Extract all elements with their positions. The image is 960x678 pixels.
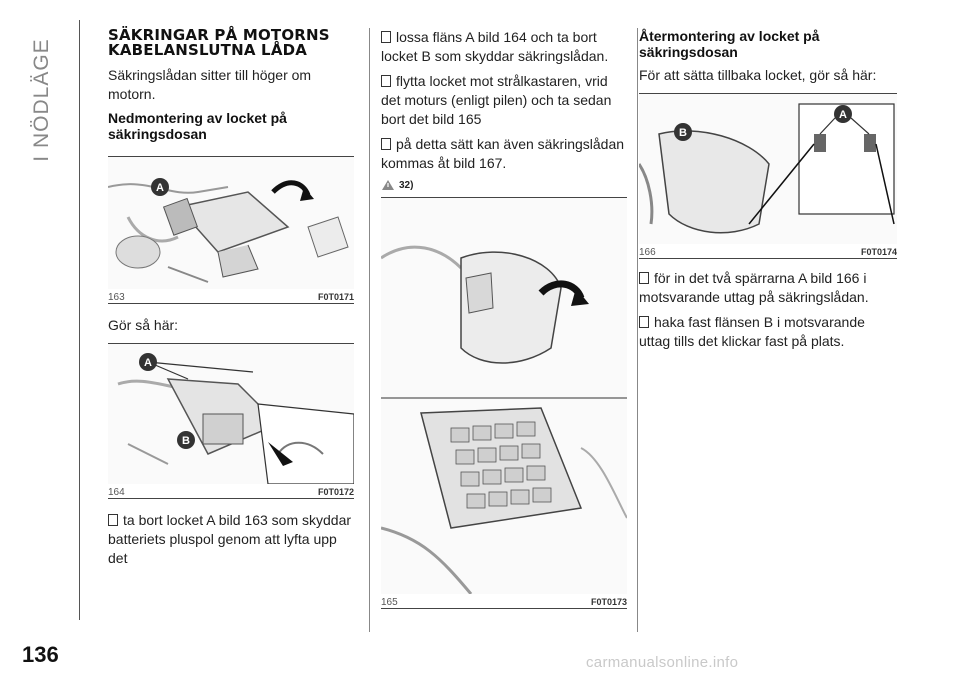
chapter-divider (79, 20, 80, 620)
bullet-icon (639, 272, 649, 284)
column-divider (637, 28, 638, 632)
figure-163: A 163 F0T0171 (108, 156, 354, 304)
figure-164-number: 164 (108, 487, 125, 498)
figure-166-code: F0T0174 (860, 247, 897, 257)
column-2: lossa fläns A bild 164 och ta bort locke… (381, 28, 629, 609)
svg-text:B: B (679, 127, 687, 139)
step-access-fusebox: på detta sätt kan även säkringslådan kom… (381, 135, 629, 173)
svg-text:A: A (839, 109, 847, 121)
warning-reference: 32) (381, 179, 629, 191)
column-1: SÄKRINGAR PÅ MOTORNS KABELANSLUTNA LÅDA … (108, 28, 356, 574)
step-remove-cover-a: ta bort locket A bild 163 som skyddar ba… (108, 511, 356, 568)
figure-164-illustration: A B (108, 344, 354, 484)
figure-165-caption: 165 F0T0173 (381, 594, 627, 608)
step-text: ta bort locket A bild 163 som skyddar ba… (108, 512, 352, 566)
step-text: på detta sätt kan även säkringslådan kom… (381, 136, 625, 171)
page-number: 136 (22, 642, 59, 667)
warning-ref-number: 32) (399, 179, 414, 191)
refit-subheading: Återmontering av locket på säkringsdosan (639, 28, 820, 60)
svg-text:A: A (144, 357, 152, 369)
figure-165-illustration (381, 198, 627, 594)
figure-163-number: 163 (108, 292, 125, 303)
step-release-flange: lossa fläns A bild 164 och ta bort locke… (381, 28, 629, 66)
svg-text:B: B (182, 435, 190, 447)
figure-164-code: F0T0172 (317, 487, 354, 497)
figure-166-illustration: B A (639, 94, 897, 244)
column-divider (369, 28, 370, 632)
bullet-icon (381, 75, 391, 87)
figure-166-caption: 166 F0T0174 (639, 244, 897, 258)
figure-165: 165 F0T0173 (381, 197, 627, 609)
bullet-icon (381, 138, 391, 150)
chapter-label: I NÖDLÄGE (30, 38, 53, 162)
removal-subheading: Nedmontering av locket på säkringsdosan (108, 110, 287, 142)
intro-text: Säkringslådan sitter till höger om motor… (108, 67, 312, 102)
step-hook-flange: haka fast flänsen B i motsvarande uttag … (639, 313, 899, 351)
fuse-box-illustration-164: A B (108, 344, 354, 484)
bullet-icon (639, 316, 649, 328)
figure-165-number: 165 (381, 597, 398, 608)
step-insert-latches: för in det två spärrarna A bild 166 i mo… (639, 269, 899, 307)
warning-icon (382, 180, 394, 190)
fuse-box-cover-illustration-166: B A (639, 94, 897, 244)
bullet-icon (108, 514, 118, 526)
column-3: Återmontering av locket på säkringsdosan… (639, 28, 899, 357)
step-text: haka fast flänsen B i motsvarande uttag … (639, 314, 865, 349)
do-this-text: Gör så här: (108, 317, 179, 333)
figure-163-illustration: A (108, 157, 354, 289)
chapter-side-tab: I NÖDLÄGE (22, 30, 62, 170)
fuse-cover-illustration-163: A (108, 157, 354, 289)
figure-163-caption: 163 F0T0171 (108, 289, 354, 303)
watermark: carmanualsonline.info (586, 654, 739, 671)
figure-164-caption: 164 F0T0172 (108, 484, 354, 498)
refit-intro: För att sätta tillbaka locket, gör så hä… (639, 67, 877, 83)
figure-165-code: F0T0173 (590, 597, 627, 607)
step-text: flytta locket mot strålkastaren, vrid de… (381, 73, 612, 127)
figure-163-code: F0T0171 (317, 292, 354, 302)
svg-text:A: A (156, 182, 164, 194)
step-text: lossa fläns A bild 164 och ta bort locke… (381, 29, 609, 64)
step-move-cover: flytta locket mot strålkastaren, vrid de… (381, 72, 629, 129)
step-text: för in det två spärrarna A bild 166 i mo… (639, 270, 869, 305)
figure-166-number: 166 (639, 247, 656, 258)
figure-164: A B 164 F0T0172 (108, 343, 354, 499)
fuse-box-illustration-165 (381, 198, 627, 594)
bullet-icon (381, 31, 391, 43)
figure-166: B A 166 F0T0174 (639, 93, 897, 259)
section-title: SÄKRINGAR PÅ MOTORNS KABELANSLUTNA LÅDA (108, 26, 330, 59)
